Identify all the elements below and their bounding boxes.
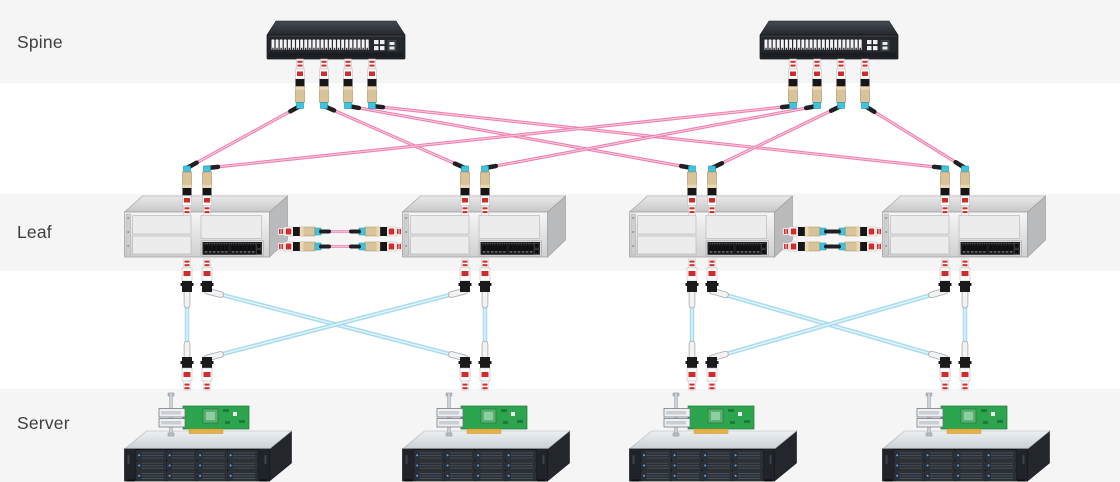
leaf-switch-icon-leaf-2 (401, 195, 567, 258)
server-icon-server-4 (881, 430, 1051, 482)
server-icon-server-2 (401, 430, 571, 482)
sfp-transceiver-icon (685, 357, 699, 391)
qsfp-transceiver-icon (480, 165, 490, 216)
leaf-switch-icon-leaf-4 (881, 195, 1047, 258)
spine-leaf-fiber-cable (709, 103, 844, 171)
sfp-transceiver-icon (938, 258, 952, 292)
qsfp-transceiver-icon (812, 58, 822, 109)
leaf-peer-link-cable (782, 241, 883, 252)
spine-leaf-fiber-cable (204, 103, 796, 171)
qsfp-transceiver-icon (960, 165, 970, 216)
sfp-transceiver-icon (458, 357, 472, 391)
nic-card-icon-nic-4 (916, 392, 1008, 437)
sfp-transceiver-icon (705, 258, 719, 292)
qsfp-transceiver-icon (319, 58, 329, 109)
qsfp-transceiver-icon (836, 58, 846, 109)
sfp-transceiver-icon (958, 357, 972, 391)
leaf-peer-link-cable (277, 226, 403, 237)
spine-leaf-fiber-cable (321, 103, 468, 171)
qsfp-transceiver-icon (460, 165, 470, 216)
spine-switch-icon-spine-1 (266, 20, 406, 60)
qsfp-transceiver-icon (687, 165, 697, 216)
leaf-switch-icon-leaf-1 (123, 195, 289, 258)
qsfp-transceiver-icon (788, 58, 798, 109)
nic-card-icon-nic-3 (663, 392, 755, 437)
spine-switch-icon-spine-2 (759, 20, 899, 60)
spine-row-label: Spine (17, 32, 63, 52)
qsfp-transceiver-icon (295, 58, 305, 109)
nic-card-icon-nic-2 (436, 392, 528, 437)
sfp-transceiver-icon (685, 258, 699, 292)
cable-layer (183, 103, 969, 362)
qsfp-transceiver-icon (367, 58, 377, 109)
server-icon-server-1 (123, 430, 293, 482)
sfp-transceiver-icon (478, 357, 492, 391)
sfp-transceiver-icon (180, 357, 194, 391)
leaf-peer-link-cable (277, 241, 403, 252)
sfp-transceiver-icon (200, 258, 214, 292)
spine-leaf-fiber-cable (345, 103, 695, 171)
leaf-peer-link-cable (782, 226, 883, 237)
sfp-transceiver-icon (705, 357, 719, 391)
sfp-transceiver-icon (938, 357, 952, 391)
sfp-transceiver-icon (180, 258, 194, 292)
spine-leaf-fiber-cable (482, 103, 820, 171)
qsfp-transceiver-icon (202, 165, 212, 216)
qsfp-transceiver-icon (707, 165, 717, 216)
device-layer (123, 20, 1051, 482)
qsfp-transceiver-icon (182, 165, 192, 216)
qsfp-transceiver-icon (343, 58, 353, 109)
leaf-switch-icon-leaf-3 (628, 195, 794, 258)
qsfp-transceiver-icon (940, 165, 950, 216)
sfp-transceiver-icon (958, 258, 972, 292)
leaf-row-label: Leaf (17, 222, 52, 242)
transceiver-layer (180, 58, 972, 391)
spine-row-band (0, 0, 1120, 83)
qsfp-transceiver-icon (860, 58, 870, 109)
server-icon-server-3 (628, 430, 798, 482)
sfp-transceiver-icon (200, 357, 214, 391)
sfp-transceiver-icon (478, 258, 492, 292)
spine-leaf-fiber-cable (862, 103, 968, 171)
server-row-label: Server (17, 413, 70, 433)
sfp-transceiver-icon (458, 258, 472, 292)
nic-card-icon-nic-1 (158, 392, 250, 437)
